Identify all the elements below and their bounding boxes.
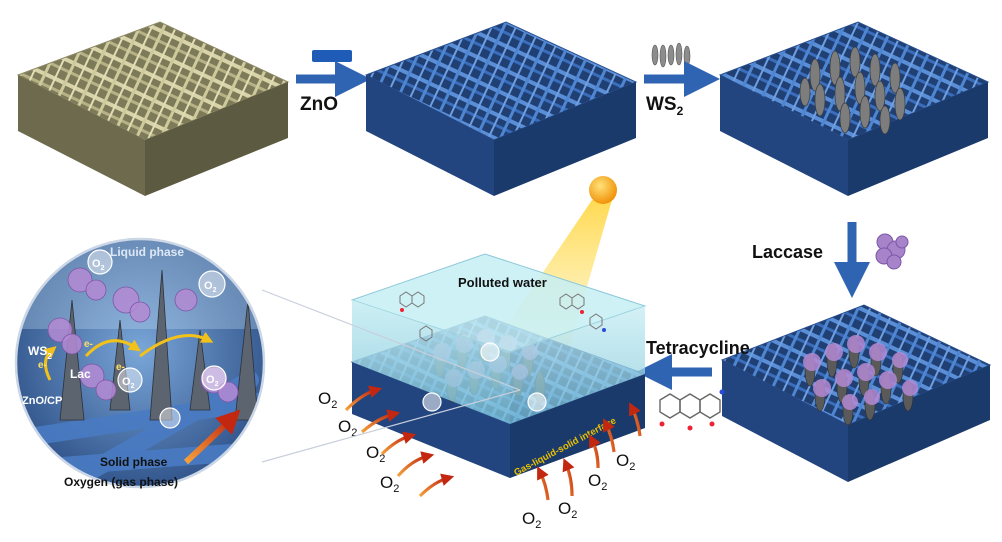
o2-label-4: O2 — [380, 473, 399, 495]
raw-fiber-mat — [16, 21, 290, 196]
laccase-enzyme-icon — [875, 233, 909, 270]
solid-phase-label: Solid phase — [100, 455, 168, 469]
o2-label-8: O2 — [616, 451, 635, 473]
electron-label-1: e- — [84, 339, 93, 350]
zno-fiber-mat — [364, 21, 638, 196]
zno-nanorod-icon — [312, 50, 352, 62]
laccase-fiber-mat — [720, 304, 992, 482]
laccase-step: Laccase — [752, 222, 909, 298]
zno-cp-label: ZnO/CP — [22, 395, 62, 407]
polluted-water-label: Polluted water — [458, 275, 547, 290]
zno-label: ZnO — [300, 94, 338, 115]
lac-label: Lac — [70, 367, 91, 381]
sun-icon — [589, 176, 617, 204]
o2-bubbles — [422, 342, 547, 412]
electron-label-2: e- — [116, 362, 125, 373]
inset-o2-a: O2 — [92, 258, 105, 272]
water-front-left — [352, 300, 510, 424]
water-front-right — [510, 306, 645, 424]
ws2-nanosheets — [799, 46, 906, 135]
o2-label-3: O2 — [366, 443, 385, 465]
inset-o2-c: O2 — [122, 376, 135, 390]
o2-label-7: O2 — [588, 471, 607, 493]
tetracycline-molecule-icon — [659, 389, 725, 431]
ws2-nanosheet-icon — [651, 42, 691, 68]
laccase-coated-sheets — [803, 335, 918, 426]
zoom-inset: Liquid phase WS2 Lac ZnO/CP e- e- e- O2 … — [14, 237, 266, 489]
ws2-fiber-mat — [718, 21, 990, 196]
oxygen-gas-label: Oxygen (gas phase) — [64, 475, 178, 489]
tetracycline-label: Tetracycline — [646, 338, 750, 358]
laccase-label: Laccase — [752, 242, 823, 262]
o2-label-6: O2 — [558, 499, 577, 521]
liquid-phase-label: Liquid phase — [110, 245, 184, 259]
reactor-interface: Polluted water Gas-liquid-solid interfac… — [350, 176, 647, 479]
electron-label-3: e- — [38, 360, 47, 371]
tetracycline-step: Tetracycline — [636, 338, 750, 431]
pollutant-molecules — [399, 291, 606, 342]
inset-o2-d: O2 — [206, 374, 219, 388]
o2-label-5: O2 — [522, 509, 541, 531]
ws2-label: WS2 — [646, 94, 684, 118]
zoom-connector-lines — [261, 289, 521, 463]
o2-label-2: O2 — [338, 417, 357, 439]
zno-step: ZnO — [296, 50, 371, 115]
o2-label-1: O2 — [318, 389, 337, 411]
ws2-inset-label: WS2 — [28, 344, 52, 361]
o2-inflow-right: O2 O2 O2 O2 — [522, 402, 642, 531]
o2-inflow-left: O2 O2 O2 O2 — [318, 385, 455, 498]
ws2-step: WS2 — [644, 42, 720, 118]
inset-o2-b: O2 — [204, 280, 217, 294]
